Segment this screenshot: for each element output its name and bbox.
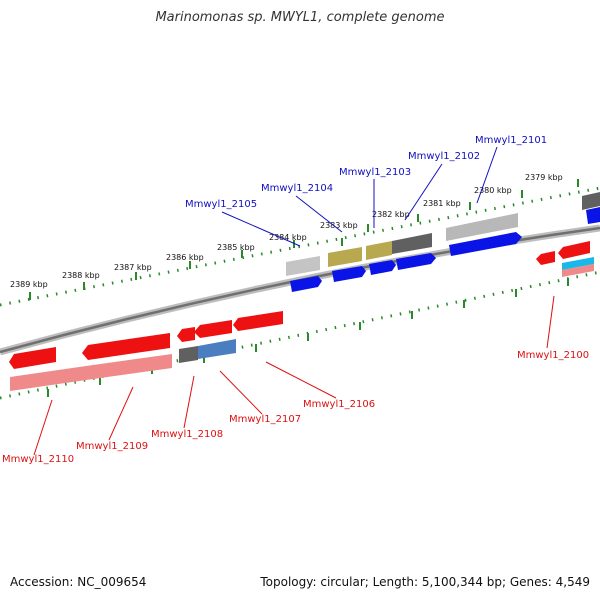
cds-reverse-arrow[interactable] <box>558 241 590 259</box>
scale-label: 2379 kbp <box>525 173 563 182</box>
reverse-callouts <box>33 295 555 456</box>
callout-line <box>33 399 53 456</box>
gene-label-mmwyl1-2101[interactable]: Mmwyl1_2101 <box>475 135 547 146</box>
gene-bar[interactable] <box>198 339 236 359</box>
forward-callouts <box>221 146 498 247</box>
callout-line <box>476 146 498 204</box>
scale-label: 2384 kbp <box>269 233 307 242</box>
cds-forward-arrow[interactable] <box>369 260 396 275</box>
scale-labels: 2379 kbp 2380 kbp 2381 kbp 2382 kbp 2383 kbp… <box>10 173 563 289</box>
cds-forward-arrow[interactable] <box>449 232 522 256</box>
cds-reverse-arrow[interactable] <box>536 251 555 265</box>
gene-label-mmwyl1-2103[interactable]: Mmwyl1_2103 <box>339 167 411 178</box>
gene-label-mmwyl1-2106[interactable]: Mmwyl1_2106 <box>303 399 375 410</box>
gene-bar[interactable] <box>562 264 594 277</box>
cds-reverse-arrow[interactable] <box>177 327 195 342</box>
callout-line <box>108 386 134 441</box>
cds-forward-arrow[interactable] <box>586 207 600 224</box>
cds-forward-arrow[interactable] <box>396 253 436 270</box>
forward-gene-bars <box>286 192 600 276</box>
scale-label: 2382 kbp <box>372 210 410 219</box>
callout-line <box>221 211 301 247</box>
forward-features <box>290 207 600 292</box>
cds-reverse-arrow[interactable] <box>82 333 170 360</box>
gene-bar[interactable] <box>392 233 432 254</box>
callout-line <box>295 195 343 233</box>
gene-label-mmwyl1-2110[interactable]: Mmwyl1_2110 <box>2 454 74 465</box>
gene-label-mmwyl1-2109[interactable]: Mmwyl1_2109 <box>76 441 148 452</box>
cds-forward-arrow[interactable] <box>290 276 322 292</box>
scale-label: 2381 kbp <box>423 199 461 208</box>
callout-line <box>183 375 195 429</box>
reverse-gene-bars <box>10 257 594 391</box>
scale-label: 2387 kbp <box>114 263 152 272</box>
scale-label: 2386 kbp <box>166 253 204 262</box>
gene-bar[interactable] <box>582 192 600 210</box>
forward-gene-labels: Mmwyl1_2101 Mmwyl1_2102 Mmwyl1_2103 Mmwy… <box>185 135 547 210</box>
gene-label-mmwyl1-2105[interactable]: Mmwyl1_2105 <box>185 199 257 210</box>
cds-reverse-arrow[interactable] <box>9 347 56 369</box>
reverse-features <box>9 241 590 369</box>
scale-label: 2383 kbp <box>320 221 358 230</box>
callout-line <box>404 163 443 221</box>
scale-label: 2389 kbp <box>10 280 48 289</box>
reverse-gene-labels: Mmwyl1_2100 Mmwyl1_2106 Mmwyl1_2107 Mmwy… <box>2 350 589 465</box>
scale-label: 2385 kbp <box>217 243 255 252</box>
gene-bar[interactable] <box>446 213 518 241</box>
cds-reverse-arrow[interactable] <box>233 311 283 331</box>
gene-bar[interactable] <box>10 366 86 391</box>
gene-bar[interactable] <box>86 354 172 380</box>
callout-line <box>265 361 337 399</box>
gene-label-mmwyl1-2107[interactable]: Mmwyl1_2107 <box>229 414 301 425</box>
gene-label-mmwyl1-2102[interactable]: Mmwyl1_2102 <box>408 151 480 162</box>
gene-bar[interactable] <box>179 346 198 363</box>
callout-line <box>546 295 555 349</box>
scale-label: 2380 kbp <box>474 186 512 195</box>
gene-bar[interactable] <box>328 247 362 267</box>
gene-bar[interactable] <box>562 257 594 270</box>
cds-reverse-arrow[interactable] <box>194 320 232 338</box>
accession-text: Accession: NC_009654 <box>10 575 147 589</box>
genome-summary-text: Topology: circular; Length: 5,100,344 bp… <box>260 575 590 589</box>
callout-line <box>219 370 263 415</box>
gene-label-mmwyl1-2104[interactable]: Mmwyl1_2104 <box>261 183 333 194</box>
map-title: Marinomonas sp. MWYL1, complete genome <box>155 10 445 25</box>
gene-bar[interactable] <box>286 256 320 276</box>
gene-bar[interactable] <box>366 241 392 260</box>
scale-ticks <box>29 179 579 397</box>
gene-label-mmwyl1-2108[interactable]: Mmwyl1_2108 <box>151 429 223 440</box>
cds-forward-arrow[interactable] <box>332 266 366 282</box>
scale-label: 2388 kbp <box>62 271 100 280</box>
gene-label-mmwyl1-2100[interactable]: Mmwyl1_2100 <box>517 350 589 361</box>
